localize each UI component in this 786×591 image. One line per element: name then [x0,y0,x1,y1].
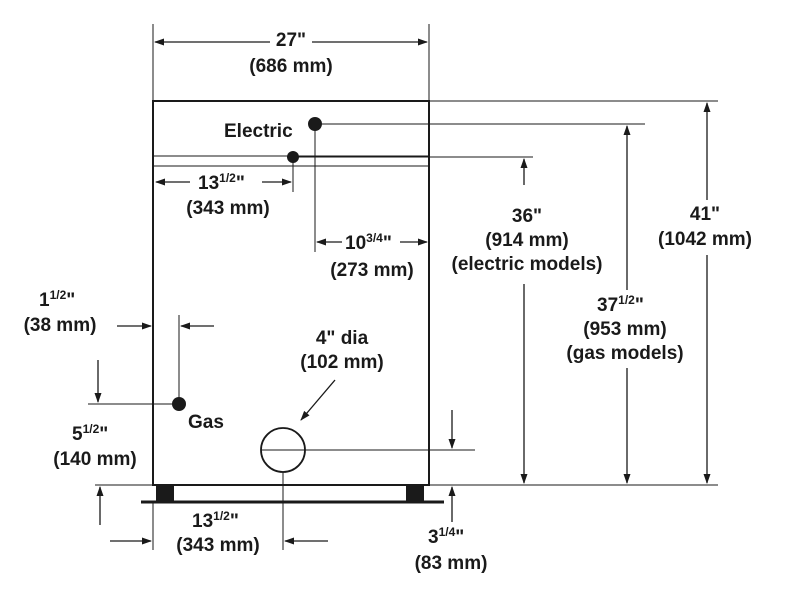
elec-depth-label: 103/4" [345,231,392,254]
gas-height-metric: (140 mm) [53,449,136,470]
vent-height-label: 31/4" [428,525,464,548]
vent-size-label: 4" dia [316,328,369,349]
elec-offset-label: 131/2" [198,171,245,194]
gas-side-metric: (38 mm) [24,315,97,336]
vent-size-metric: (102 mm) [300,352,383,373]
vent-offset-label: 131/2" [192,509,239,532]
height-total-metric: (1042 mm) [658,229,752,250]
right-leveling-foot [406,485,424,501]
elec-offset-metric: (343 mm) [186,198,269,219]
vent-offset-metric: (343 mm) [176,535,259,556]
gas-label: Gas [188,412,224,433]
left-leveling-foot [156,485,174,501]
height-gas-label: 371/2" [597,293,644,316]
height-gas-metric: (953 mm) [583,319,666,340]
height-electric-note: (electric models) [452,254,603,275]
vent-leader-arrow [300,379,336,421]
gas-side-label: 11/2" [39,288,75,311]
elec-depth-metric: (273 mm) [330,260,413,281]
height-gas-note: (gas models) [566,343,683,364]
height-electric-label: 36" [512,206,542,227]
height-total-label: 41" [690,204,720,225]
height-electric-metric: (914 mm) [485,230,568,251]
width-label: 27" [276,30,306,51]
gas-height-label: 51/2" [72,422,108,445]
width-metric: (686 mm) [249,56,332,77]
electric-label: Electric [224,121,293,142]
vent-height-metric: (83 mm) [415,553,488,574]
